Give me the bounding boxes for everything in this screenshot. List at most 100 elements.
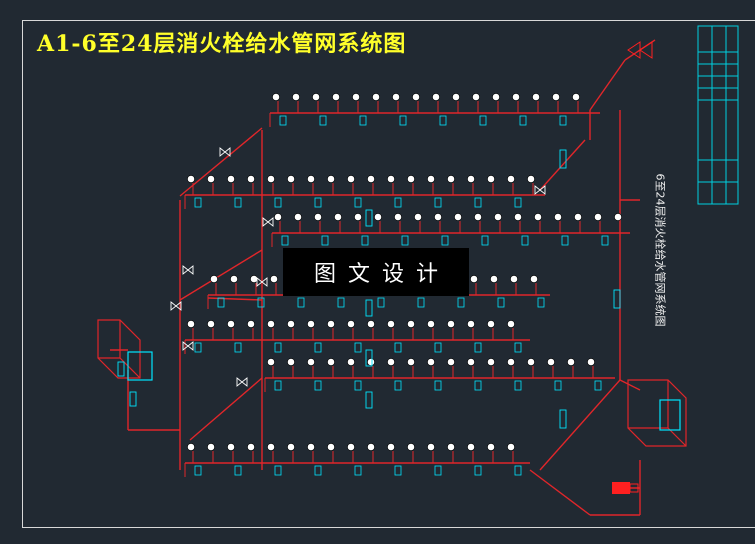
hydrant-icon (270, 275, 278, 283)
pipe-tag-mark (521, 235, 529, 246)
valve-bowtie-icon (170, 301, 182, 311)
hydrant-icon (572, 93, 580, 101)
hydrant-icon (347, 320, 355, 328)
hydrant-icon (530, 275, 538, 283)
pipe-tag-mark (394, 342, 402, 353)
hydrant-icon (267, 443, 275, 451)
hydrant-icon (207, 320, 215, 328)
pipe-tag-mark (234, 465, 242, 476)
pipe-tag-mark (234, 342, 242, 353)
hydrant-icon (434, 213, 442, 221)
hydrant-icon (427, 320, 435, 328)
hydrant-icon (490, 275, 498, 283)
hydrant-icon (407, 358, 415, 366)
pipe-tag-mark (497, 297, 505, 308)
hydrant-icon (414, 213, 422, 221)
pipe-tag-mark (394, 380, 402, 391)
hydrant-icon (332, 93, 340, 101)
hydrant-icon (387, 358, 395, 366)
hydrant-icon (287, 443, 295, 451)
pipe-tag-mark (479, 115, 487, 126)
hydrant-icon (287, 175, 295, 183)
hydrant-icon (354, 213, 362, 221)
hydrant-icon (307, 175, 315, 183)
hydrant-icon (427, 175, 435, 183)
hydrant-icon (367, 320, 375, 328)
hydrant-icon (427, 443, 435, 451)
hydrant-icon (527, 358, 535, 366)
pipe-tag-mark (394, 197, 402, 208)
hydrant-icon (287, 358, 295, 366)
hydrant-icon (367, 358, 375, 366)
hydrant-icon (527, 175, 535, 183)
valve-bowtie-icon (182, 265, 194, 275)
hydrant-icon (274, 213, 282, 221)
pipe-tag-mark (399, 115, 407, 126)
hydrant-icon (207, 443, 215, 451)
pipe-group (110, 39, 656, 516)
hydrant-icon (614, 213, 622, 221)
hydrant-icon (334, 213, 342, 221)
pipe-tag-mark (321, 235, 329, 246)
pipe-tag-mark (474, 465, 482, 476)
dimension-tag-mark (365, 349, 373, 367)
hydrant-icon (532, 93, 540, 101)
title-block (697, 25, 739, 205)
hydrant-icon (427, 358, 435, 366)
hydrant-icon (514, 213, 522, 221)
hydrant-icon (187, 175, 195, 183)
hydrant-icon (267, 175, 275, 183)
hydrant-icon (387, 443, 395, 451)
pipe-tag-mark (319, 115, 327, 126)
pipe-tag-mark (314, 342, 322, 353)
hydrant-icon (447, 358, 455, 366)
hydrant-icon (512, 93, 520, 101)
pipe-tag-mark (359, 115, 367, 126)
hydrant-icon (452, 93, 460, 101)
pipe-tag-mark (377, 297, 385, 308)
pipe-tag-mark (434, 342, 442, 353)
dimension-tag-mark (559, 149, 567, 169)
hydrant-icon (247, 175, 255, 183)
hydrant-icon (467, 175, 475, 183)
hydrant-icon (387, 320, 395, 328)
pipe-tag-mark (401, 235, 409, 246)
hydrant-icon (227, 320, 235, 328)
watermark: 图文设计 (283, 248, 469, 296)
hydrant-icon (187, 443, 195, 451)
hydrant-icon (230, 275, 238, 283)
pipe-tag-mark (417, 297, 425, 308)
pipe-tag-mark (514, 465, 522, 476)
hydrant-icon (287, 320, 295, 328)
hydrant-icon (467, 443, 475, 451)
pipe-tag-mark (474, 197, 482, 208)
hydrant-icon (227, 443, 235, 451)
pipe-tag-mark (434, 380, 442, 391)
hydrant-icon (507, 175, 515, 183)
pipe-tag-mark (439, 115, 447, 126)
pipe-tag-mark (234, 197, 242, 208)
pipe-tag-mark (314, 465, 322, 476)
left-water-tank (97, 319, 153, 381)
pipe-tag-mark (354, 342, 362, 353)
drawing-frame (22, 20, 755, 528)
floor-branch-2 (184, 175, 545, 209)
hydrant-icon (507, 320, 515, 328)
valve-bowtie-icon (219, 147, 231, 157)
pipe-tag-mark (434, 197, 442, 208)
pipe-tag-mark (481, 235, 489, 246)
hydrant-icon (407, 320, 415, 328)
hydrant-icon (392, 93, 400, 101)
pipe-tag-mark (257, 297, 265, 308)
hydrant-icon (594, 213, 602, 221)
hydrant-icon (367, 443, 375, 451)
pipe-tag-mark (274, 342, 282, 353)
pipe-tag-mark (337, 297, 345, 308)
pipe-tag-mark (457, 297, 465, 308)
hydrant-icon (374, 213, 382, 221)
side-title: 6至24层消火栓给水管网系统图 (653, 173, 666, 327)
pipe-tag-mark (554, 380, 562, 391)
hydrant-icon (272, 93, 280, 101)
hydrant-icon (454, 213, 462, 221)
